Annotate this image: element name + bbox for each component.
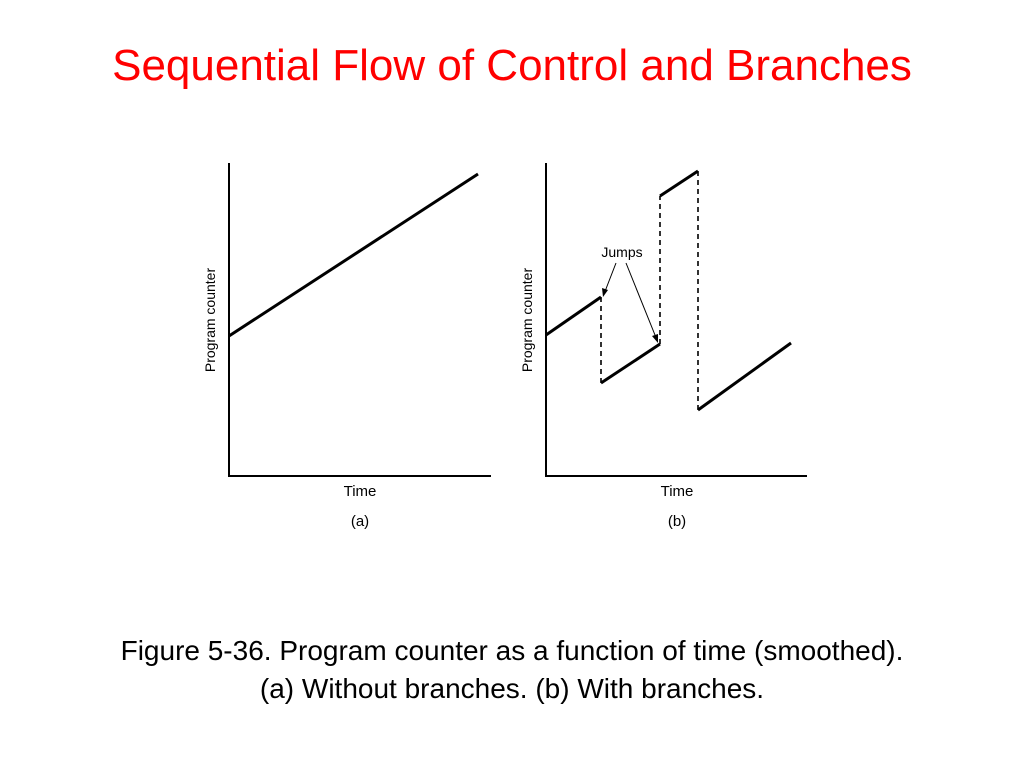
panel-b-jumps-pointer-1 [603, 262, 617, 295]
caption-line-1: Figure 5-36. Program counter as a functi… [120, 635, 904, 666]
panel-b-label: (b) [668, 513, 686, 530]
panel-a-program-counter-line [228, 172, 479, 338]
panel-b-segment-1 [545, 295, 602, 337]
figure-caption: Figure 5-36. Program counter as a functi… [0, 632, 1024, 708]
panel-a-xlabel: Time [344, 483, 377, 500]
panel-b-ylabel: Program counter [519, 268, 535, 373]
panel-b-segment-4 [697, 341, 792, 412]
panel-a: Program counter Time (a) [202, 163, 491, 530]
panel-b-jumps-pointer-2 [625, 262, 658, 341]
caption-line-2: (a) Without branches. (b) With branches. [259, 673, 765, 704]
slide-title: Sequential Flow of Control and Branches [112, 41, 912, 90]
panel-b-xlabel: Time [661, 483, 694, 500]
panel-b-segment-3 [659, 169, 699, 198]
panel-b-jumps-arrowhead-2 [652, 334, 658, 343]
panel-a-ylabel: Program counter [202, 268, 218, 373]
panel-b: Jumps Program counter Time (b) [519, 163, 807, 530]
panel-b-jumps-annotation: Jumps [601, 244, 642, 260]
panel-a-label: (a) [351, 513, 369, 530]
panel-b-jumps-arrowhead-1 [602, 288, 608, 297]
panel-b-segment-2 [600, 342, 661, 385]
